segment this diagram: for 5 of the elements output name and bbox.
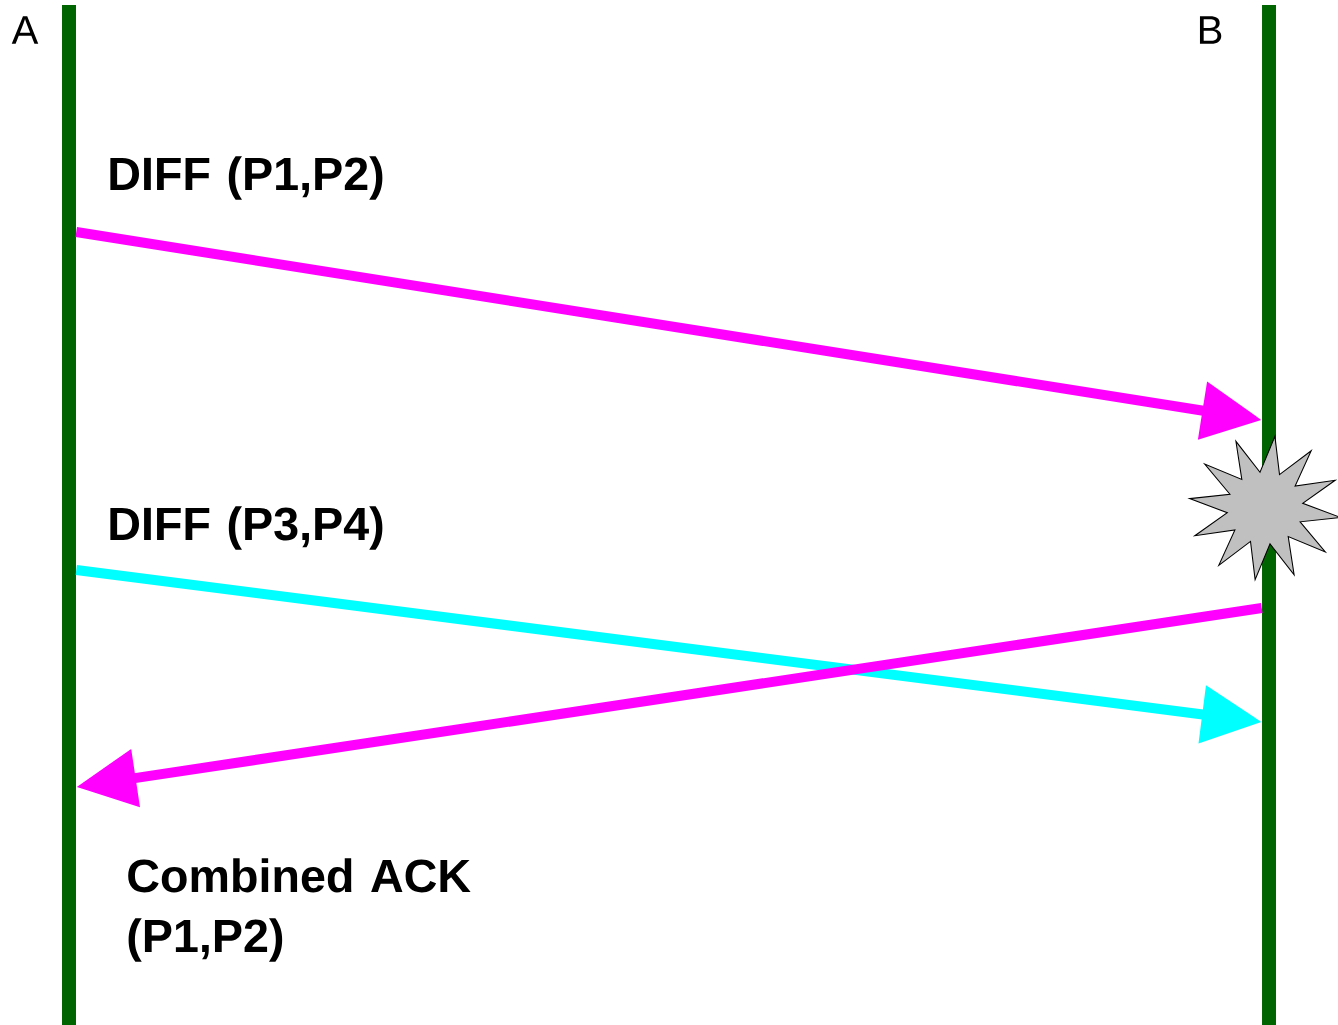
- edge-label: DIFF (P1,P2): [110, 156, 383, 200]
- edge-label: Combined ACK (P1,P2): [128, 858, 471, 962]
- lifeline-label: A: [11, 16, 39, 44]
- lifeline-label: B: [1199, 16, 1222, 44]
- edge-label: DIFF (P3,P4): [110, 506, 383, 550]
